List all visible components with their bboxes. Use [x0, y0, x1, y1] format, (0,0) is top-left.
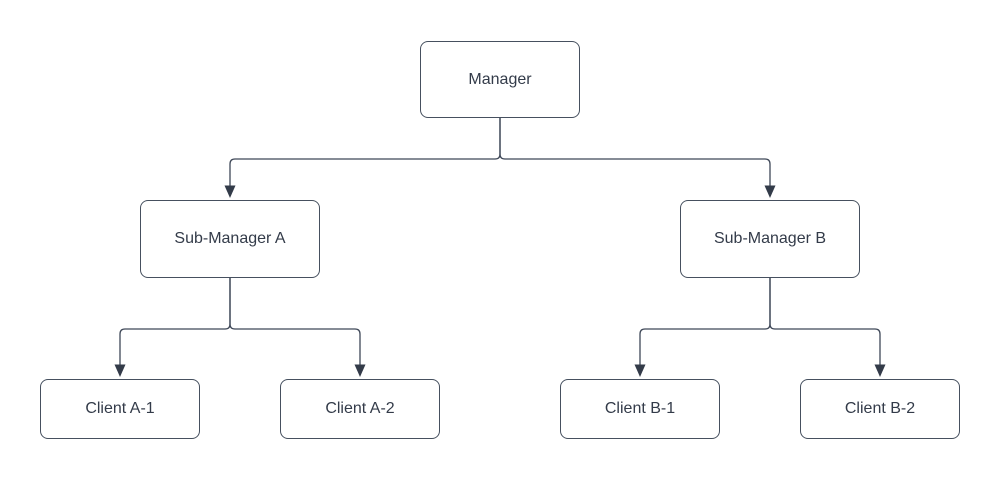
node-client-b-2-label: Client B-2 — [844, 400, 916, 418]
edge-sub-manager-a-to-client-a-2 — [229, 278, 366, 377]
edge-sub-manager-b-to-client-b-2 — [769, 278, 886, 377]
edge-sub-manager-b-to-client-b-1 — [634, 278, 771, 377]
node-sub-manager-b-label: Sub-Manager B — [713, 230, 827, 248]
node-client-a-2-label: Client A-2 — [325, 400, 395, 418]
node-client-a-2[interactable]: Client A-2 — [280, 379, 440, 439]
edge-manager-to-sub-manager-a — [224, 118, 501, 198]
node-client-b-1-label: Client B-1 — [604, 400, 676, 418]
edge-sub-manager-a-to-client-a-1 — [114, 278, 231, 377]
node-manager[interactable]: Manager — [420, 41, 580, 118]
node-client-b-2[interactable]: Client B-2 — [800, 379, 960, 439]
node-client-a-1-label: Client A-1 — [85, 400, 155, 418]
node-sub-manager-a[interactable]: Sub-Manager A — [140, 200, 320, 278]
edge-manager-to-sub-manager-b — [499, 118, 776, 198]
node-client-b-1[interactable]: Client B-1 — [560, 379, 720, 439]
node-sub-manager-a-label: Sub-Manager A — [174, 230, 286, 248]
node-client-a-1[interactable]: Client A-1 — [40, 379, 200, 439]
node-sub-manager-b[interactable]: Sub-Manager B — [680, 200, 860, 278]
node-manager-label: Manager — [468, 70, 532, 88]
